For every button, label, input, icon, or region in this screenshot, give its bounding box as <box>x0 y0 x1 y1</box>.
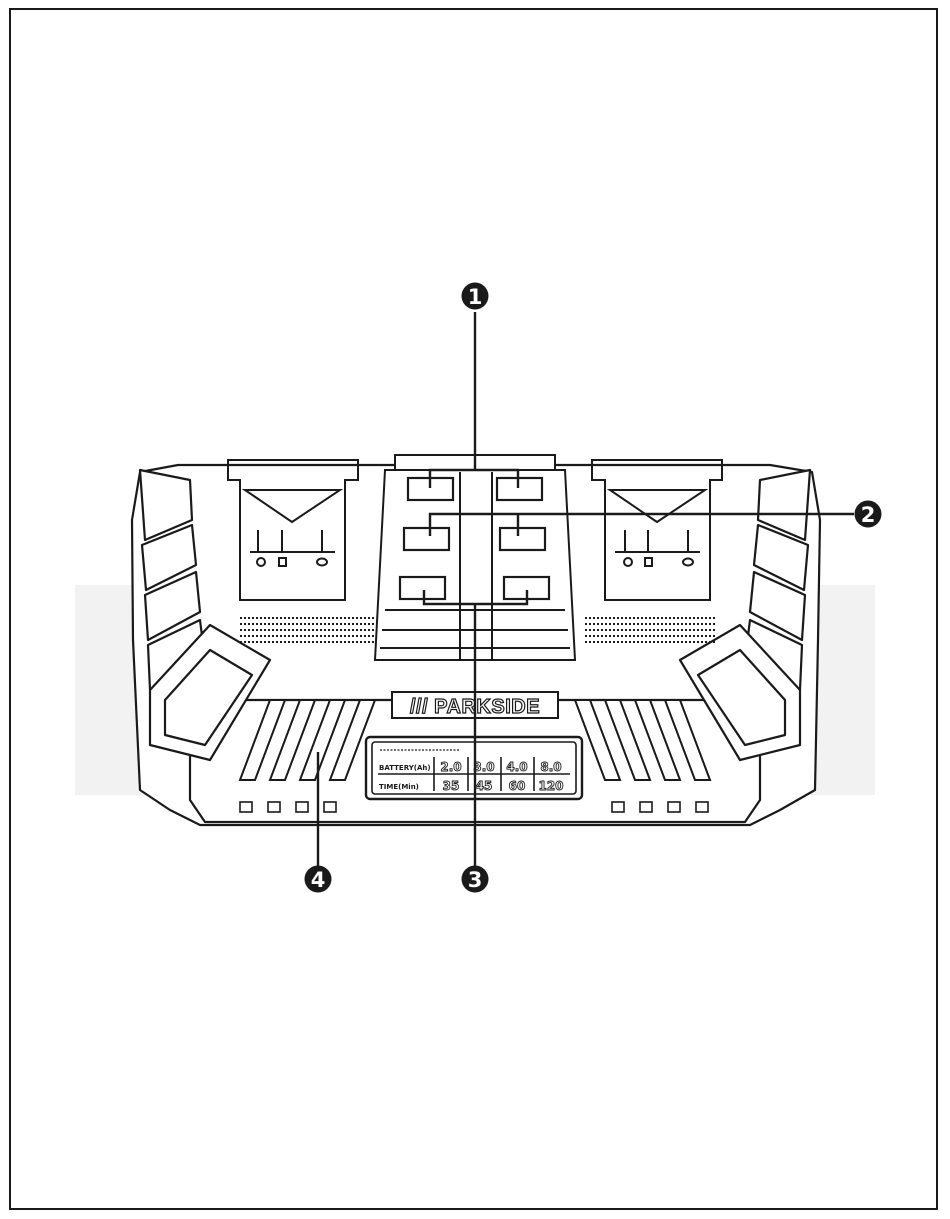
svg-text:2: 2 <box>861 503 876 527</box>
callout-1: 1 <box>462 283 489 310</box>
time-cell: 120 <box>538 779 563 793</box>
time-cell: 45 <box>476 779 493 793</box>
capacity-cell: 8.0 <box>540 760 561 774</box>
svg-text:4: 4 <box>311 868 326 892</box>
callout-2: 2 <box>855 501 882 528</box>
time-cell: 35 <box>443 779 460 793</box>
capacity-cell: 3.0 <box>473 760 494 774</box>
svg-text:1: 1 <box>468 285 483 309</box>
capacity-cell: 4.0 <box>506 760 527 774</box>
battery-row-label: BATTERY(Ah) <box>379 764 431 772</box>
capacity-cell: 2.0 <box>440 760 461 774</box>
time-row-label: TIME(Min) <box>379 783 419 791</box>
time-cell: 60 <box>509 779 526 793</box>
callout-3: 3 <box>462 866 489 893</box>
svg-text:3: 3 <box>468 868 483 892</box>
callout-4: 4 <box>305 866 332 893</box>
